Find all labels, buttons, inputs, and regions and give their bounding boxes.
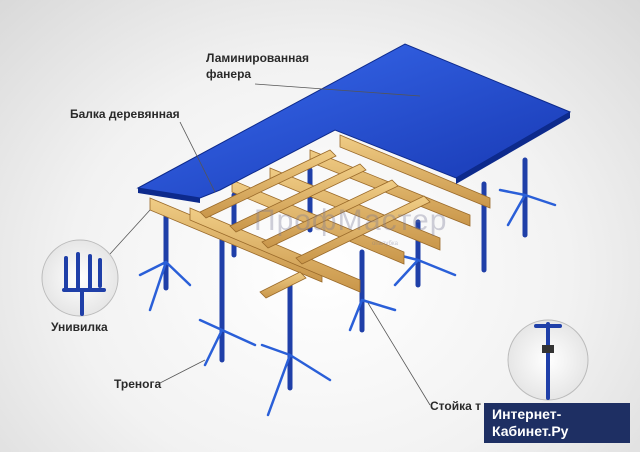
plywood-label-line1: Ламинированная — [206, 51, 309, 65]
plywood-sheet — [136, 43, 572, 203]
beam-label: Балка деревянная — [70, 107, 180, 121]
fork-detail — [41, 239, 119, 317]
cross-beams — [199, 149, 431, 299]
tripod-label: Тренога — [114, 377, 162, 391]
plywood-label-line2: фанера — [206, 67, 252, 81]
watermark-subtext: опалубка — [372, 241, 399, 247]
site-badge[interactable]: Интернет- Кабинет.Ру — [484, 403, 630, 443]
badge-line2: Кабинет.Ру — [492, 423, 569, 439]
watermark: ПрофМастер — [254, 204, 448, 237]
leader-lines — [109, 83, 431, 406]
fork-label: Унивилка — [51, 320, 108, 334]
prop-detail — [507, 319, 589, 401]
badge-line1: Интернет- — [492, 406, 562, 422]
prop-label: Стойка т — [430, 399, 481, 413]
plywood-label: Ламинированная фанера — [206, 50, 309, 82]
